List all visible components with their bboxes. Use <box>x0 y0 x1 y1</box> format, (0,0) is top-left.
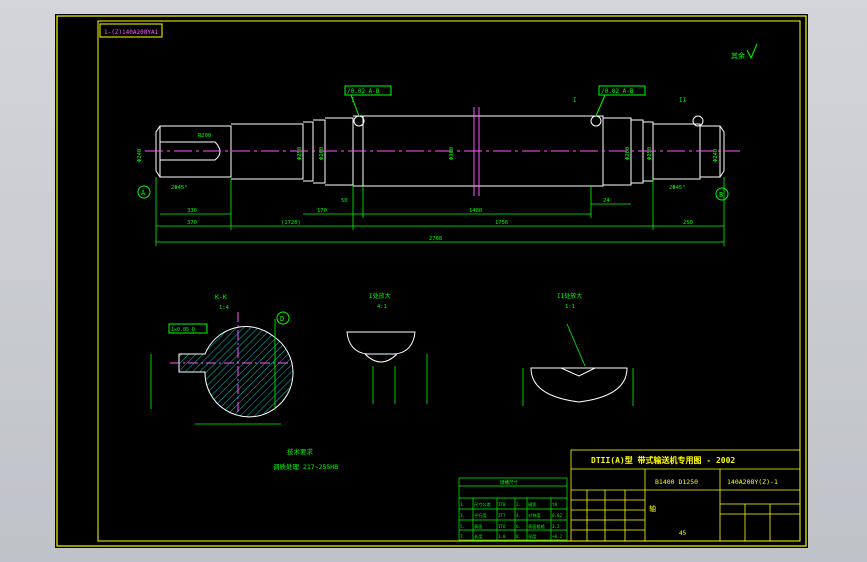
gdt-frame-right <box>598 85 646 96</box>
title-block-drawing-no: 140A208Y(Z)-1 <box>727 478 778 486</box>
title-block <box>570 449 801 542</box>
detail1-title: I处放大 <box>369 292 391 300</box>
section-kk-title: K-K <box>215 293 227 301</box>
outer-border <box>56 15 807 547</box>
callout-right-far: II <box>679 97 687 104</box>
dim-center: 1480 <box>469 208 482 214</box>
table-cell: 表面粗糙 <box>528 523 546 530</box>
table-cell: 1.0 <box>498 534 506 539</box>
detail2-title: II处放大 <box>557 292 582 300</box>
title-block-title: DTII(A)型 带式输送机专用图 - 2002 <box>591 455 735 465</box>
callout-right: I <box>573 97 577 104</box>
dim-d-right2: Φ250 <box>647 147 653 160</box>
keyway-table-rows: 1. 尺寸公差 IT8 2. 键宽 t8 3. 平行度 IT7 4. 对称度 0.02 5. 表面 IT6 6… <box>460 501 563 540</box>
table-cell: 深度 <box>528 533 537 540</box>
keyway-table <box>458 477 568 541</box>
table-cell: 尺寸公差 <box>474 501 491 508</box>
dim-d-shaft-end: Φ240 <box>713 149 719 162</box>
table-cell: 0.02 <box>552 513 563 518</box>
section-kk-shape <box>178 326 294 418</box>
drawing-code-label: 1-(Z)140A208YA1 <box>104 29 159 36</box>
section-kk-scale: 1:4 <box>219 305 230 311</box>
table-cell: 1. <box>460 502 465 507</box>
datum-b-marker <box>715 187 729 201</box>
dim-r-left: R200 <box>198 133 211 139</box>
gdt-frame-left-text: /0.02 A-B <box>347 88 380 95</box>
dim-right-a: 24 <box>603 198 610 204</box>
table-cell: IT7 <box>498 513 506 518</box>
table-cell: 长度 <box>474 533 483 540</box>
break-marks <box>473 107 480 196</box>
tech-req-line-1: 调质处理 217~255HB <box>273 462 338 471</box>
detail1-groove <box>364 353 398 363</box>
table-cell: 3.2 <box>552 524 560 529</box>
table-cell: 平行度 <box>474 512 487 519</box>
title-block-spec: B1400 D1250 <box>655 478 698 486</box>
table-cell: 3. <box>460 513 465 518</box>
dim-d-main: Φ300 <box>449 147 455 160</box>
table-cell: 4. <box>516 513 521 518</box>
section-kk-tol-frame <box>168 323 208 334</box>
code-box <box>99 23 163 38</box>
shaft-drawing: 1-(Z)140A208YA1 其余 <box>56 15 807 547</box>
section-kk-datum <box>276 311 290 325</box>
tech-req-title: 技术要求 <box>287 447 314 456</box>
detail2-notch <box>560 367 596 377</box>
table-cell: IT8 <box>498 502 506 507</box>
table-cell: 2. <box>516 502 521 507</box>
detail-callouts <box>353 115 704 127</box>
datum-b-label: B <box>719 191 723 199</box>
table-cell: 7. <box>460 534 465 539</box>
gdt-leader-left <box>350 94 360 117</box>
title-block-material: 45 <box>679 530 687 537</box>
dim-overall: 2768 <box>429 236 442 242</box>
table-cell: 6. <box>516 524 521 529</box>
table-cell: +0.2 <box>552 534 563 539</box>
dim-d-left2: Φ250 <box>297 147 303 160</box>
roughness-note: 其余 <box>731 51 745 60</box>
detail1-scale: 4:1 <box>377 304 387 310</box>
drawing-sheet[interactable]: 1-(Z)140A208YA1 其余 <box>55 14 808 548</box>
section-kk-tol: 1ⅹ0.05 D <box>171 327 195 333</box>
keyway-table-title: 键槽尺寸 <box>500 479 518 486</box>
table-cell: 对称度 <box>528 512 541 519</box>
datum-a-label: A <box>141 189 146 197</box>
detail2-shape <box>530 367 628 403</box>
table-cell: IT6 <box>498 524 506 529</box>
dim-left-c: 170 <box>317 208 327 214</box>
inner-border <box>97 20 801 542</box>
dim-keyway: 2Φ45° <box>171 185 188 191</box>
gdt-leader-right <box>595 94 606 117</box>
dim-mid-b: 1756 <box>495 220 508 226</box>
title-block-part-name: 轴 <box>649 504 656 513</box>
roughness-symbol <box>746 43 758 60</box>
table-cell: 5. <box>460 524 465 529</box>
dim-left-d: 50 <box>341 198 348 204</box>
dim-right-end: 250 <box>683 220 693 226</box>
table-cell: 表面 <box>474 523 482 530</box>
detail2-scale: 1:1 <box>565 304 575 310</box>
dim-left-b: 370 <box>187 220 197 226</box>
dim-mid-a: (1720) <box>281 220 301 226</box>
dim-left-a: 330 <box>187 208 197 214</box>
gdt-frame-right-text: /0.02 A-B <box>601 88 634 95</box>
table-cell: 键宽 <box>528 501 537 508</box>
section-kk-datum-label: D <box>280 315 284 323</box>
dim-d-left1: Φ240 <box>137 149 143 162</box>
datum-a-marker <box>137 185 151 199</box>
table-cell: 8. <box>516 534 521 539</box>
dim-d-right1: Φ260 <box>625 147 631 160</box>
detail1-shape <box>346 331 416 355</box>
dim-chamfer-r: 2Φ45° <box>669 185 686 191</box>
gdt-frame-left <box>344 85 392 96</box>
dim-d-left3: Φ260 <box>319 147 325 160</box>
table-cell: t8 <box>552 502 558 507</box>
